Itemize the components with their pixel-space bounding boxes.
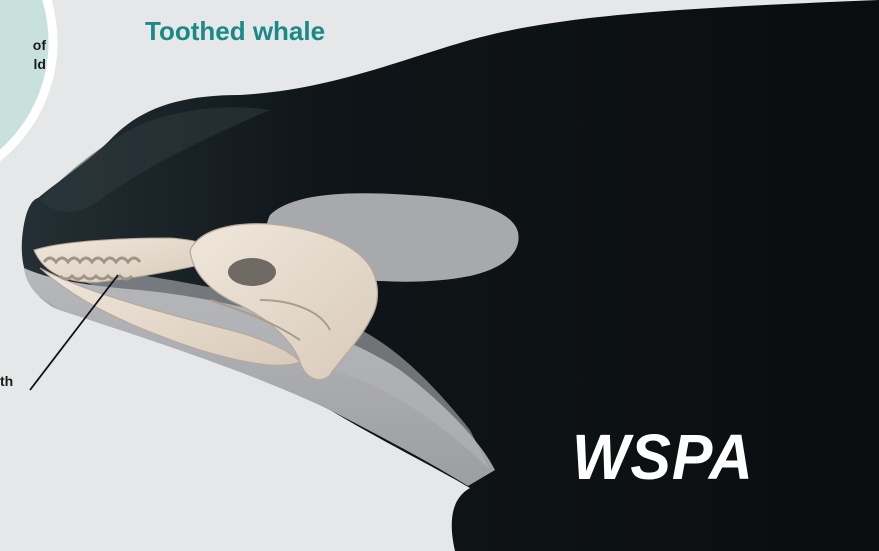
diagram-title: Toothed whale (145, 16, 325, 47)
bubble-line-2: ld (0, 55, 46, 74)
bubble-line-1: of (0, 36, 46, 55)
info-bubble-text: of ld (0, 36, 46, 74)
teeth-label: th (0, 373, 24, 389)
wspa-logo: WSPA (572, 420, 754, 494)
info-bubble (0, 0, 53, 190)
